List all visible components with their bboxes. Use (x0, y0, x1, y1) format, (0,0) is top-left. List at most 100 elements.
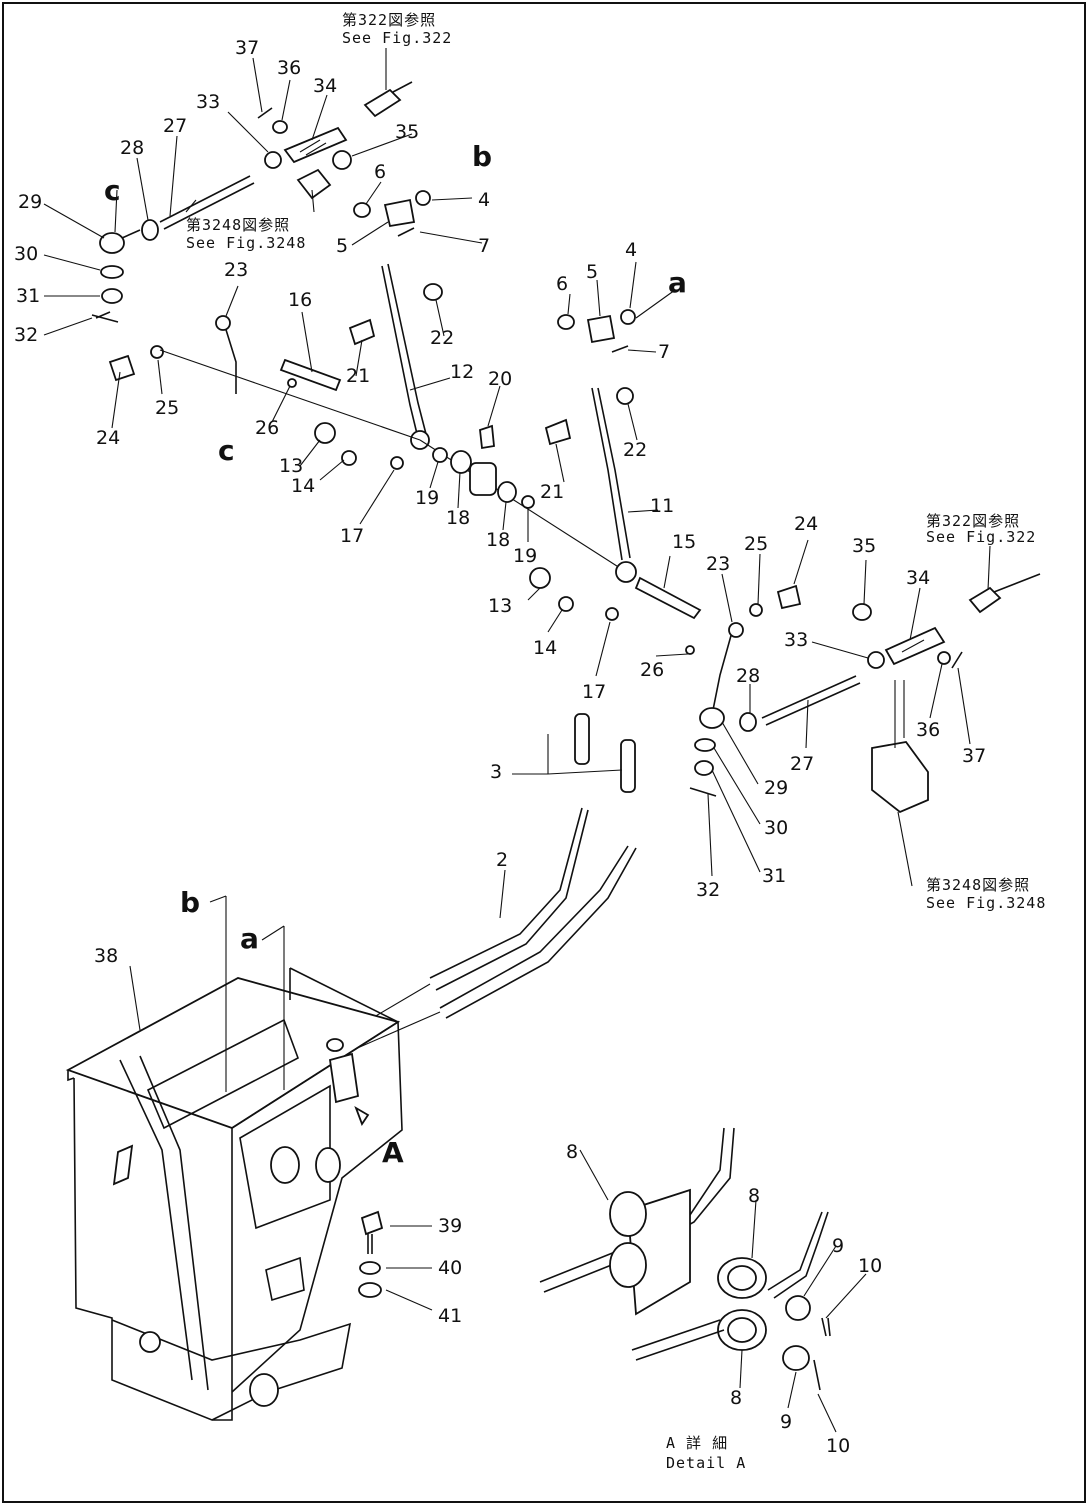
callout-28-right: 28 (736, 665, 760, 687)
callout-33: 33 (196, 91, 220, 113)
callout-27: 27 (163, 115, 187, 137)
right-linkage (689, 573, 1041, 814)
upper-left-linkage (91, 81, 621, 569)
callout-4-right: 4 (625, 239, 637, 261)
callout-23-right: 23 (706, 553, 730, 575)
letter-a-top: a (668, 266, 687, 299)
letter-b-box: b (180, 886, 200, 919)
callout-36: 36 (277, 57, 301, 79)
callout-32-right: 32 (696, 879, 720, 901)
callout-41: 41 (438, 1305, 462, 1327)
callout-19-left: 19 (415, 487, 439, 509)
callout-17-right: 17 (582, 681, 606, 703)
callout-26-left: 26 (255, 417, 279, 439)
callout-10-top: 10 (858, 1255, 882, 1277)
callout-40: 40 (438, 1257, 462, 1279)
ref-fig3248-top-en: See Fig.3248 (186, 234, 306, 252)
callout-37: 37 (235, 37, 259, 59)
callout-25-right: 25 (744, 533, 768, 555)
callout-37-right: 37 (962, 745, 986, 767)
callout-34-right: 34 (906, 567, 930, 589)
detail-marker-a: A (382, 1136, 404, 1169)
callout-24-left: 24 (96, 427, 120, 449)
callout-14-left: 14 (291, 475, 315, 497)
callout-4-left: 4 (478, 189, 490, 211)
callout-14-right: 14 (533, 637, 557, 659)
letter-c-bottom: c (218, 434, 235, 467)
callout-27-right: 27 (790, 753, 814, 775)
detail-caption-jp: A 詳 細 (666, 1434, 728, 1452)
callout-8-bottom: 8 (730, 1387, 742, 1409)
callout-23-left: 23 (224, 259, 248, 281)
callout-9-bottom: 9 (780, 1411, 792, 1433)
callout-38: 38 (94, 945, 118, 967)
ref-fig3248-top-jp: 第3248図参照 (186, 216, 290, 234)
ref-fig3248-right-en: See Fig.3248 (926, 894, 1046, 912)
callout-7-right: 7 (658, 341, 670, 363)
callout-32: 32 (14, 324, 38, 346)
callout-18-right: 18 (486, 529, 510, 551)
callout-36-right: 36 (916, 719, 940, 741)
callout-35: 35 (395, 121, 419, 143)
callout-33-right: 33 (784, 629, 808, 651)
callout-29-right: 29 (764, 777, 788, 799)
center-lever-linkage (529, 309, 702, 655)
callout-21-left: 21 (346, 365, 370, 387)
ref-fig322-top-en: See Fig.322 (342, 29, 452, 47)
callout-12: 12 (450, 361, 474, 383)
detail-caption: A 詳 細 Detail A (666, 1434, 746, 1472)
connection-letters: c c b a b a A (104, 140, 687, 1169)
callout-28: 28 (120, 137, 144, 159)
callout-7-left: 7 (478, 235, 490, 257)
callout-31-right: 31 (762, 865, 786, 887)
callout-8-left: 8 (566, 1141, 578, 1163)
callout-30: 30 (14, 243, 38, 265)
callout-19-right: 19 (513, 545, 537, 567)
callout-26-right: 26 (640, 659, 664, 681)
callout-13-right: 13 (488, 595, 512, 617)
callout-16: 16 (288, 289, 312, 311)
leader-lines (43, 48, 991, 1433)
ref-fig322-top-jp: 第322図参照 (342, 11, 436, 29)
callout-15: 15 (672, 531, 696, 553)
callout-13-left: 13 (279, 455, 303, 477)
callout-24-right: 24 (794, 513, 818, 535)
callout-39: 39 (438, 1215, 462, 1237)
callout-17-left: 17 (340, 525, 364, 547)
callout-22-right: 22 (623, 439, 647, 461)
control-box (65, 895, 433, 1421)
callout-3: 3 (490, 761, 502, 783)
callout-29: 29 (18, 191, 42, 213)
callout-6-right: 6 (556, 273, 568, 295)
callout-numbers: 37 36 34 33 27 28 35 29 30 31 32 6 4 5 7… (14, 37, 986, 1457)
figure-references: 第322図参照 See Fig.322 第3248図参照 See Fig.324… (186, 11, 1046, 912)
letter-c-top: c (104, 174, 121, 207)
callout-5-left: 5 (336, 235, 348, 257)
control-rods (317, 713, 637, 1061)
callout-18-left: 18 (446, 507, 470, 529)
letter-a-box: a (240, 922, 259, 955)
callout-11: 11 (650, 495, 674, 517)
callout-21-right: 21 (540, 481, 564, 503)
ref-fig3248-right-jp: 第3248図参照 (926, 876, 1030, 894)
callout-22-left: 22 (430, 327, 454, 349)
letter-b-top: b (472, 140, 492, 173)
ref-fig322-right-jp: 第322図参照 (926, 512, 1020, 530)
callout-5-right: 5 (586, 261, 598, 283)
callout-6-left: 6 (374, 161, 386, 183)
callout-31: 31 (16, 285, 40, 307)
ref-fig322-right-en: See Fig.322 (926, 528, 1036, 546)
callout-20: 20 (488, 368, 512, 390)
callout-30-right: 30 (764, 817, 788, 839)
detail-a-view (539, 1127, 831, 1391)
callout-2: 2 (496, 849, 508, 871)
callout-35-right: 35 (852, 535, 876, 557)
callout-9-top: 9 (832, 1235, 844, 1257)
callout-25-left: 25 (155, 397, 179, 419)
callout-10-bottom: 10 (826, 1435, 850, 1457)
detail-caption-en: Detail A (666, 1454, 746, 1472)
callout-34: 34 (313, 75, 337, 97)
callout-8-top: 8 (748, 1185, 760, 1207)
